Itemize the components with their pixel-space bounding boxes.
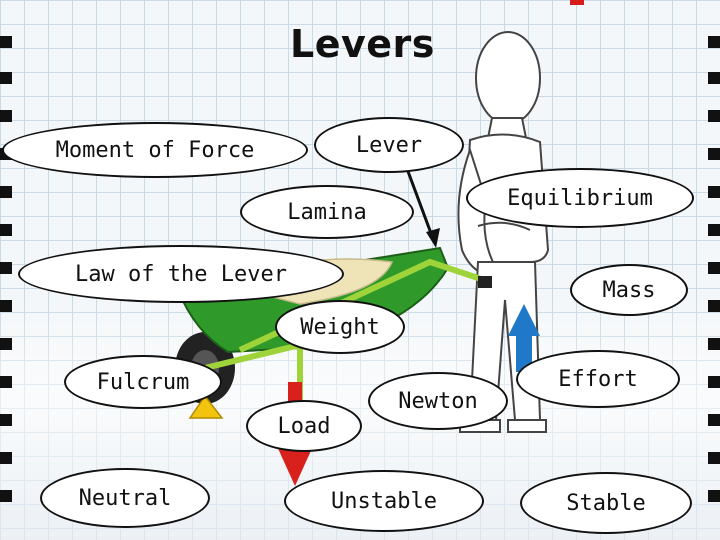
- bubble-newton: Newton: [368, 372, 508, 430]
- bubble-load: Load: [246, 400, 362, 452]
- page-title: Levers: [290, 22, 435, 66]
- bubble-lamina: Lamina: [240, 185, 414, 239]
- pointer-arrow-icon: [404, 165, 440, 248]
- bubble-mass: Mass: [570, 264, 688, 316]
- bubble-weight: Weight: [275, 300, 405, 354]
- bubble-unstable: Unstable: [284, 470, 484, 532]
- fulcrum-triangle-icon: [188, 394, 224, 419]
- bubble-neutral: Neutral: [40, 468, 210, 528]
- bubble-effort: Effort: [516, 350, 680, 408]
- red-top-mark: [570, 0, 584, 5]
- bubble-lever: Lever: [314, 117, 464, 173]
- bubble-law-of-the-lever: Law of the Lever: [18, 245, 344, 303]
- bubble-stable: Stable: [520, 472, 692, 534]
- right-edge-marks: [706, 0, 720, 540]
- bubble-equilibrium: Equilibrium: [466, 168, 694, 228]
- left-edge-marks: [0, 0, 14, 540]
- bubble-fulcrum: Fulcrum: [64, 355, 222, 409]
- bubble-moment-of-force: Moment of Force: [2, 122, 308, 178]
